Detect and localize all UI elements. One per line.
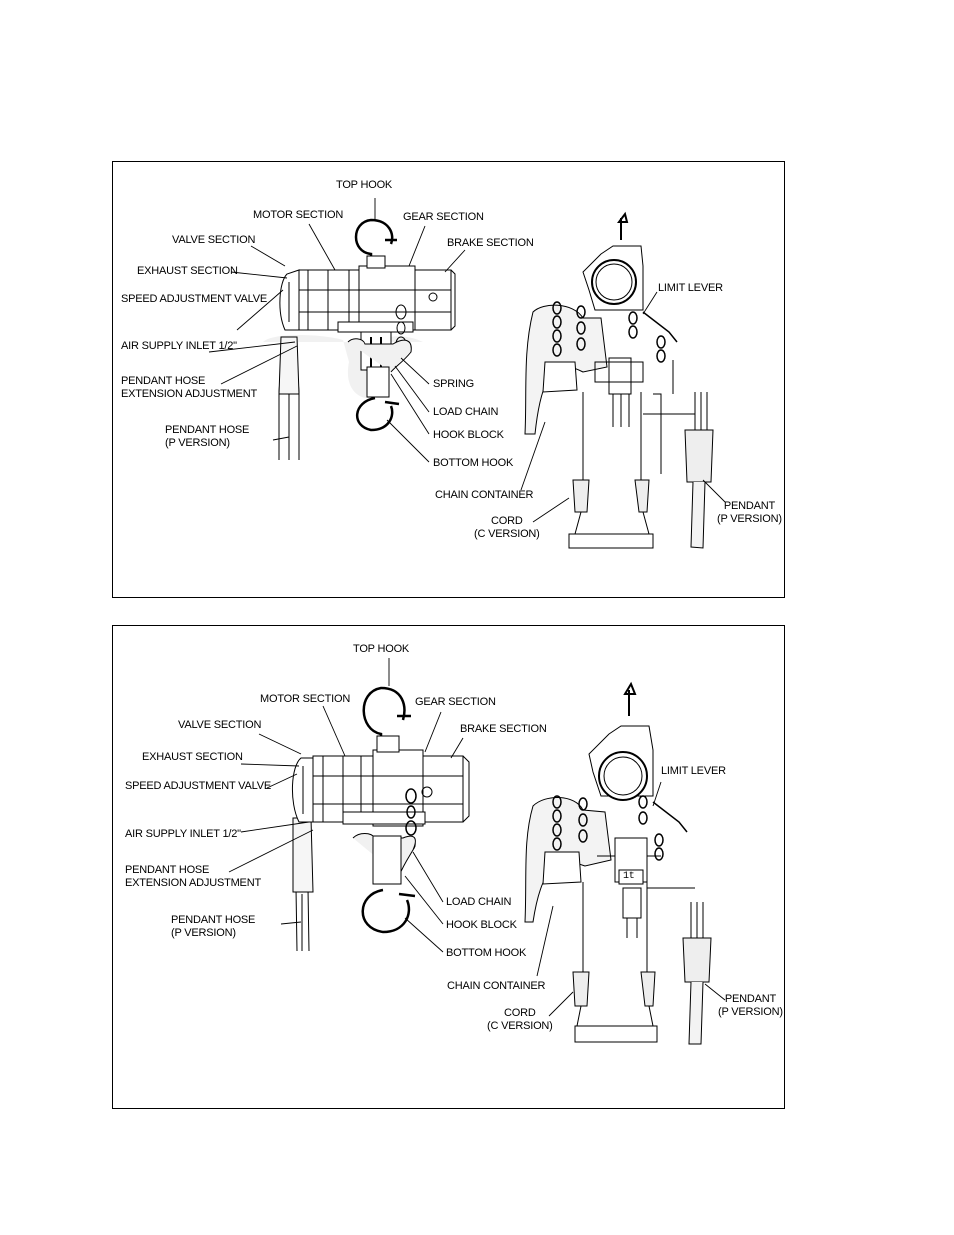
cord-label: CORD (C VERSION): [474, 515, 540, 540]
spring-label: SPRING: [433, 378, 474, 390]
pendant-hose-extension-adjustment-label: PENDANT HOSE EXTENSION ADJUSTMENT: [125, 864, 261, 889]
figure-1-hoist-diagram: TOP HOOK MOTOR SECTION GEAR SECTION BRAK…: [112, 161, 785, 598]
valve-section-label: VALVE SECTION: [178, 719, 262, 731]
load-chain-label: LOAD CHAIN: [433, 406, 499, 418]
top-hook-label: TOP HOOK: [336, 179, 393, 191]
hook-block-label: HOOK BLOCK: [433, 429, 504, 441]
chain-container-label: CHAIN CONTAINER: [435, 489, 534, 501]
valve-section-label: VALVE SECTION: [172, 234, 256, 246]
gear-section-label: GEAR SECTION: [415, 696, 496, 708]
figure-2-hoist-diagram: 1t TOP HOOK MOTOR SECTION GEAR SECTION B…: [112, 625, 785, 1109]
speed-adjustment-valve-label: SPEED ADJUSTMENT VALVE: [121, 293, 267, 305]
air-supply-inlet-label: AIR SUPPLY INLET 1/2": [125, 828, 241, 840]
figure-1-drawing: [208, 198, 726, 549]
bottom-hook-label: BOTTOM HOOK: [446, 947, 527, 959]
air-supply-inlet-label: AIR SUPPLY INLET 1/2": [121, 340, 237, 352]
chain-container-label: CHAIN CONTAINER: [447, 980, 546, 992]
gear-section-label: GEAR SECTION: [403, 211, 484, 223]
pendant-label: PENDANT (P VERSION): [717, 500, 782, 525]
speed-adjustment-valve-label: SPEED ADJUSTMENT VALVE: [125, 780, 271, 792]
pendant-hose-label: PENDANT HOSE (P VERSION): [171, 914, 256, 939]
brake-section-label: BRAKE SECTION: [447, 237, 534, 249]
load-chain-label: LOAD CHAIN: [446, 896, 512, 908]
pendant-hose-label: PENDANT HOSE (P VERSION): [165, 424, 250, 449]
cord-label: CORD (C VERSION): [487, 1007, 553, 1032]
bottom-hook-label: BOTTOM HOOK: [433, 457, 514, 469]
exhaust-section-label: EXHAUST SECTION: [142, 751, 243, 763]
figure-2-drawing: [228, 658, 726, 1045]
limit-lever-label: LIMIT LEVER: [658, 282, 723, 294]
brake-section-label: BRAKE SECTION: [460, 723, 547, 735]
pendant-label: PENDANT (P VERSION): [718, 993, 783, 1018]
motor-section-label: MOTOR SECTION: [253, 209, 344, 221]
capacity-badge: 1t: [623, 871, 635, 882]
exhaust-section-label: EXHAUST SECTION: [137, 265, 238, 277]
top-hook-label: TOP HOOK: [353, 643, 410, 655]
hook-block-label: HOOK BLOCK: [446, 919, 517, 931]
pendant-hose-extension-adjustment-label: PENDANT HOSE EXTENSION ADJUSTMENT: [121, 375, 257, 400]
motor-section-label: MOTOR SECTION: [260, 693, 351, 705]
limit-lever-label: LIMIT LEVER: [661, 765, 726, 777]
